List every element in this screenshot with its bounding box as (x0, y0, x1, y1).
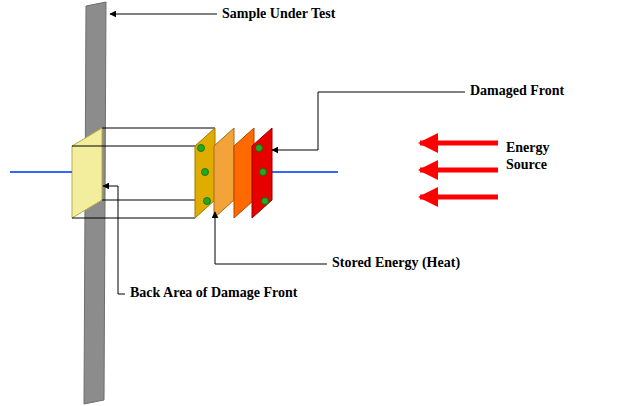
leader-lines (103, 14, 465, 294)
damage-layer (234, 128, 254, 218)
back-area-patch (72, 128, 102, 218)
axis-line (272, 171, 338, 173)
part-label: Sample Under Test (222, 6, 335, 23)
projection-lines (72, 128, 215, 218)
damage-front-layer (252, 128, 272, 218)
heat-dots (198, 145, 269, 205)
source-label: Energy Source (506, 140, 568, 174)
damage-layer (214, 128, 234, 218)
part-label: Stored Energy (Heat) (332, 255, 460, 272)
energy-arrows (420, 143, 498, 197)
part-label: Back Area of Damage Front (130, 285, 297, 302)
part-label: Damaged Front (470, 83, 564, 100)
damage-layer (195, 128, 215, 218)
axis-line (10, 171, 72, 173)
